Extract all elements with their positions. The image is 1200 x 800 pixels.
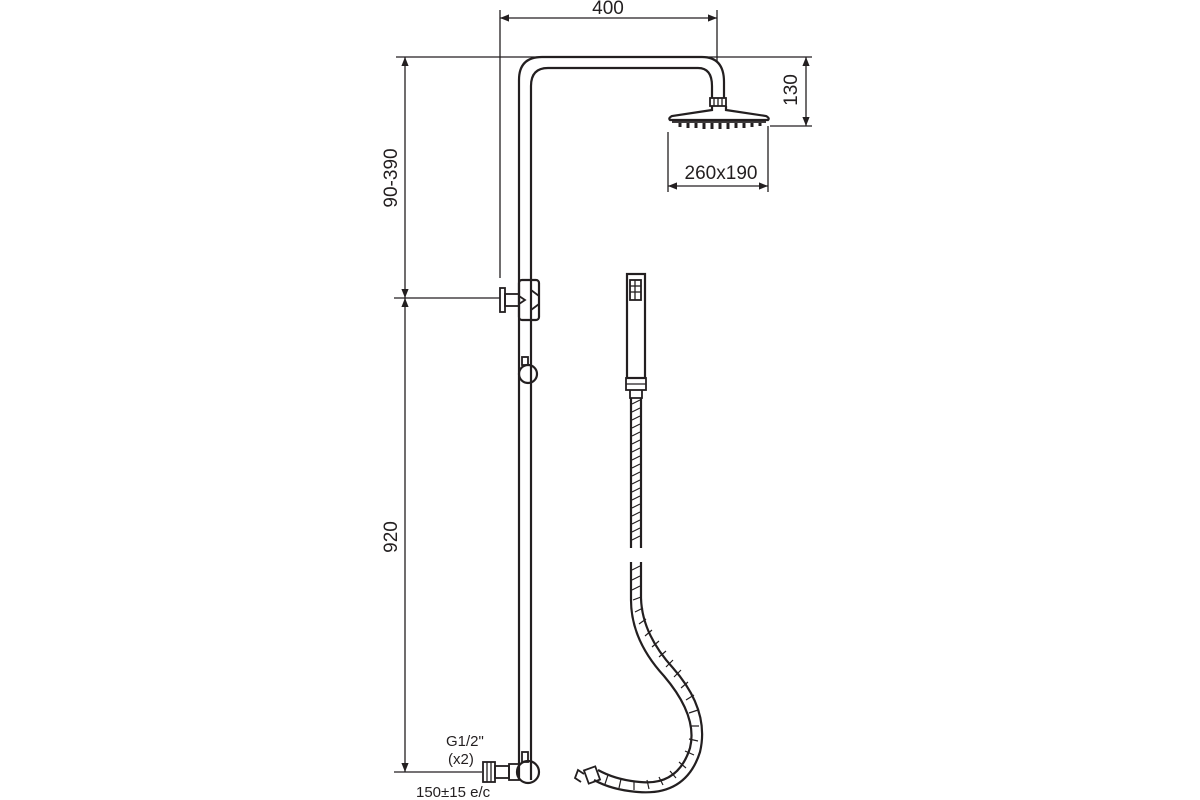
thread-size-label: G1/2": [446, 733, 484, 750]
dimension-head-size: 260x190: [667, 126, 769, 192]
hand-shower: [625, 272, 647, 399]
dimension-head-height-label: 130: [781, 74, 802, 106]
dimension-rail-height-label: 920: [381, 521, 402, 553]
dimension-adjustable-height-label: 90-390: [381, 148, 402, 207]
wall-bracket: [499, 278, 541, 322]
rain-shower-head: [668, 97, 770, 129]
center-distance-label: 150±15 e/c: [416, 784, 491, 800]
dimension-rail-height: 920: [381, 298, 482, 773]
shower-hose: [573, 398, 704, 794]
shower-column: [517, 55, 726, 780]
dimension-arm-reach-label: 400: [592, 0, 624, 19]
hand-shower-holder: [517, 356, 539, 385]
dimension-arm-reach: 400: [499, 0, 718, 278]
dimension-head-size-label: 260x190: [685, 163, 758, 184]
dimension-adjustable-height: 90-390: [381, 57, 500, 299]
thread-quantity-label: (x2): [448, 751, 474, 768]
diverter-valve: [482, 751, 541, 785]
